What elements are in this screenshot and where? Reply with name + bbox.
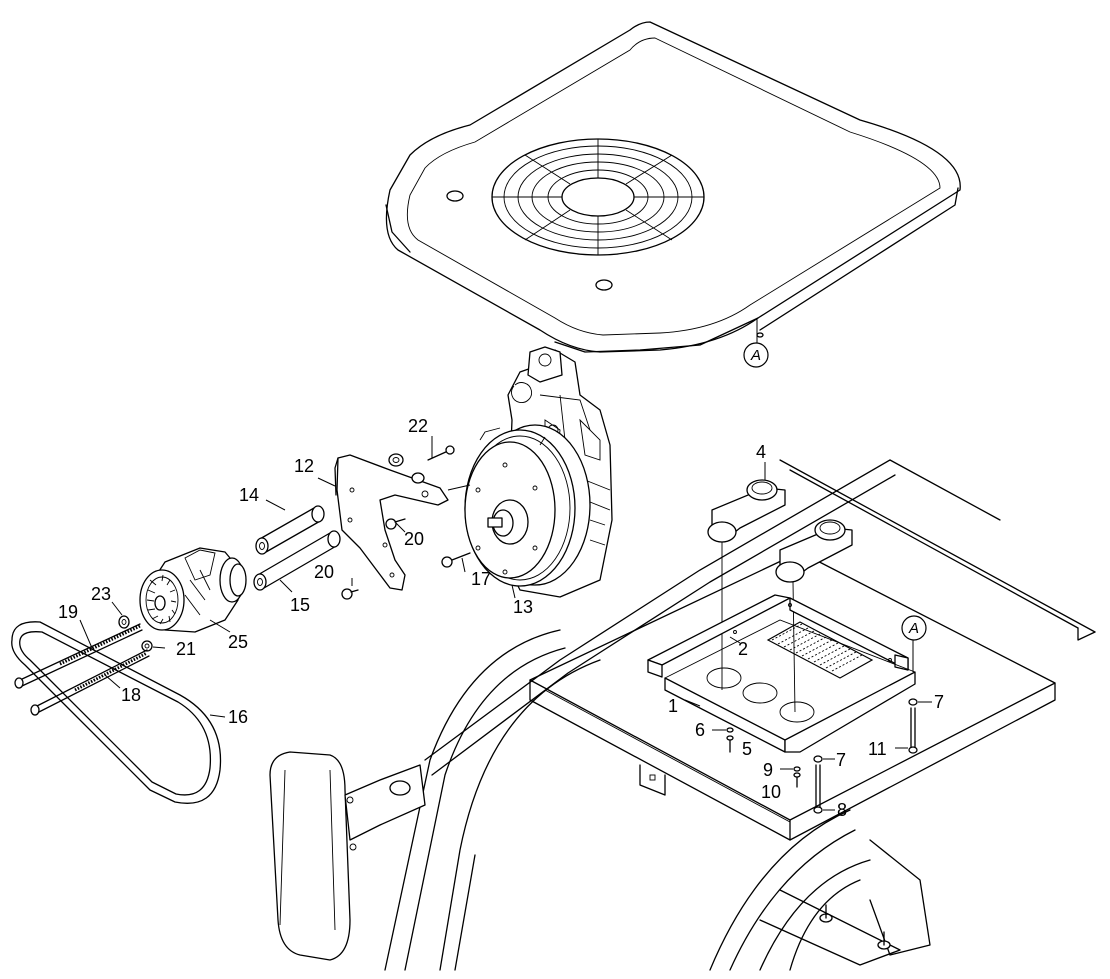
- fan-grille: [491, 138, 705, 256]
- bolt-22: [427, 436, 455, 461]
- engine-mount-4b: [775, 519, 853, 713]
- callout-13: 13: [513, 597, 533, 617]
- callout-18: 18: [121, 685, 141, 705]
- bolt-8: [813, 764, 835, 814]
- spacer-14: [255, 505, 325, 555]
- washer-7-top: [908, 698, 932, 706]
- bolt-11: [895, 707, 918, 754]
- callout-21: 21: [176, 639, 196, 659]
- fan-cover: [385, 21, 961, 353]
- washer-23: [111, 601, 130, 629]
- bolt-17: [441, 552, 471, 573]
- washer-7-mid: [813, 755, 835, 763]
- callout-25: 25: [228, 632, 248, 652]
- callout-7b: 7: [836, 750, 846, 770]
- callout-20b: 20: [314, 562, 334, 582]
- callout-8: 8: [837, 800, 847, 820]
- svg-text:A: A: [750, 347, 761, 364]
- bolt-5: [726, 735, 734, 753]
- bolt-20-upper: [385, 518, 406, 533]
- callout-4: 4: [756, 442, 766, 462]
- callout-19: 19: [58, 602, 78, 622]
- callout-2: 2: [738, 639, 748, 659]
- callout-17: 17: [471, 569, 491, 589]
- engine: [464, 346, 613, 598]
- bolt-19: [14, 619, 143, 689]
- base-frame: [647, 594, 916, 753]
- bolt-10: [793, 772, 801, 788]
- callout-12: 12: [294, 456, 314, 476]
- reference-a-cover: A: [743, 342, 769, 368]
- bolt-18: [30, 649, 150, 716]
- reference-a-base: A: [901, 615, 927, 641]
- spacer-15: [253, 530, 341, 593]
- callout-7a: 7: [934, 692, 944, 712]
- callout-16: 16: [228, 707, 248, 727]
- drive-belt: [11, 621, 226, 804]
- vent-grille-texture: [771, 623, 863, 672]
- callout-5: 5: [742, 739, 752, 759]
- flywheel-housing: [464, 424, 591, 587]
- callout-20a: 20: [404, 529, 424, 549]
- callout-14: 14: [239, 485, 259, 505]
- engine-mount-4a: [707, 462, 786, 690]
- washer-9: [780, 766, 801, 772]
- callout-1: 1: [668, 696, 678, 716]
- washer-6: [712, 727, 734, 733]
- callout-10: 10: [761, 782, 781, 802]
- callout-23: 23: [91, 584, 111, 604]
- callout-15: 15: [290, 595, 310, 615]
- alternator: [139, 547, 247, 633]
- bracket-nut: [388, 453, 425, 484]
- chassis-frame: [269, 459, 1096, 971]
- nut-21: [141, 640, 166, 652]
- callout-22: 22: [408, 416, 428, 436]
- callout-9: 9: [763, 760, 773, 780]
- callout-11: 11: [868, 739, 887, 759]
- mounting-bracket: [334, 454, 449, 591]
- svg-text:A: A: [908, 620, 919, 637]
- bolt-20-lower: [341, 578, 359, 600]
- callout-labels: 1 2 4 5 6 7 7 8 9 10 11 12 13 14 15 16 1…: [58, 416, 944, 820]
- callout-6: 6: [695, 720, 705, 740]
